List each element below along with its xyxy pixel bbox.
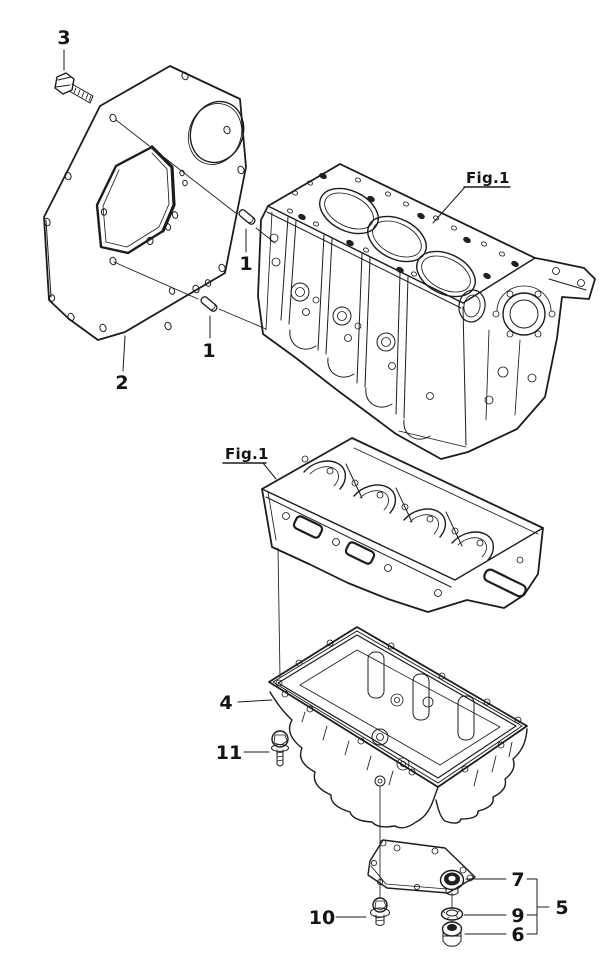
callout-5: 5 xyxy=(555,897,568,919)
callout-3: 3 xyxy=(57,27,70,49)
cylinder-bores xyxy=(319,187,476,298)
callout-1b: 1 xyxy=(202,340,215,362)
alignment-lines xyxy=(113,119,453,923)
fig-ref-mid: Fig.1 xyxy=(225,445,269,463)
callout-10: 10 xyxy=(309,907,335,929)
rear-seal-bore xyxy=(502,292,546,336)
hex-plug-6 xyxy=(441,921,463,947)
fig-ref-top: Fig.1 xyxy=(466,169,510,187)
flange-bolt-11 xyxy=(271,730,289,767)
callout-11: 11 xyxy=(216,742,242,764)
leader-lines xyxy=(63,49,550,935)
dowel-pin-1b xyxy=(200,296,218,312)
gasket-opening xyxy=(95,145,176,255)
callout-labels: 3 2 1 1 4 11 10 7 9 6 5 Fig.1 Fig.1 xyxy=(57,27,568,946)
cover-plate-7 xyxy=(367,839,476,896)
washer-9 xyxy=(440,907,464,921)
callout-7: 7 xyxy=(511,869,524,891)
hex-bolt-3 xyxy=(54,72,94,104)
callout-1a: 1 xyxy=(239,253,252,275)
side-bracket-wing xyxy=(548,278,587,291)
callout-6: 6 xyxy=(511,924,524,946)
callout-4: 4 xyxy=(219,692,232,714)
crankcase-bedplate xyxy=(261,437,544,613)
cylinder-block xyxy=(257,163,596,460)
bedplate-windows xyxy=(292,515,527,598)
pan-interior xyxy=(299,649,501,771)
flange-bolt-10 xyxy=(370,897,390,926)
oil-pan xyxy=(268,626,528,829)
deck-holes xyxy=(287,172,519,280)
bedplate-holes xyxy=(282,455,524,597)
pan-flange-holes xyxy=(275,639,522,776)
flywheel-housing-plate xyxy=(43,65,247,341)
plate-bolt-holes xyxy=(43,71,245,333)
pan-skirt xyxy=(269,691,528,829)
plate-boss xyxy=(439,869,465,896)
block-rear-face xyxy=(458,267,587,446)
dowel-pin-1a xyxy=(238,209,256,225)
callout-9: 9 xyxy=(511,905,524,927)
bearing-arches xyxy=(303,460,495,561)
block-front-face xyxy=(265,211,467,448)
callout-2: 2 xyxy=(115,372,128,394)
group-bracket-5 xyxy=(526,878,550,935)
